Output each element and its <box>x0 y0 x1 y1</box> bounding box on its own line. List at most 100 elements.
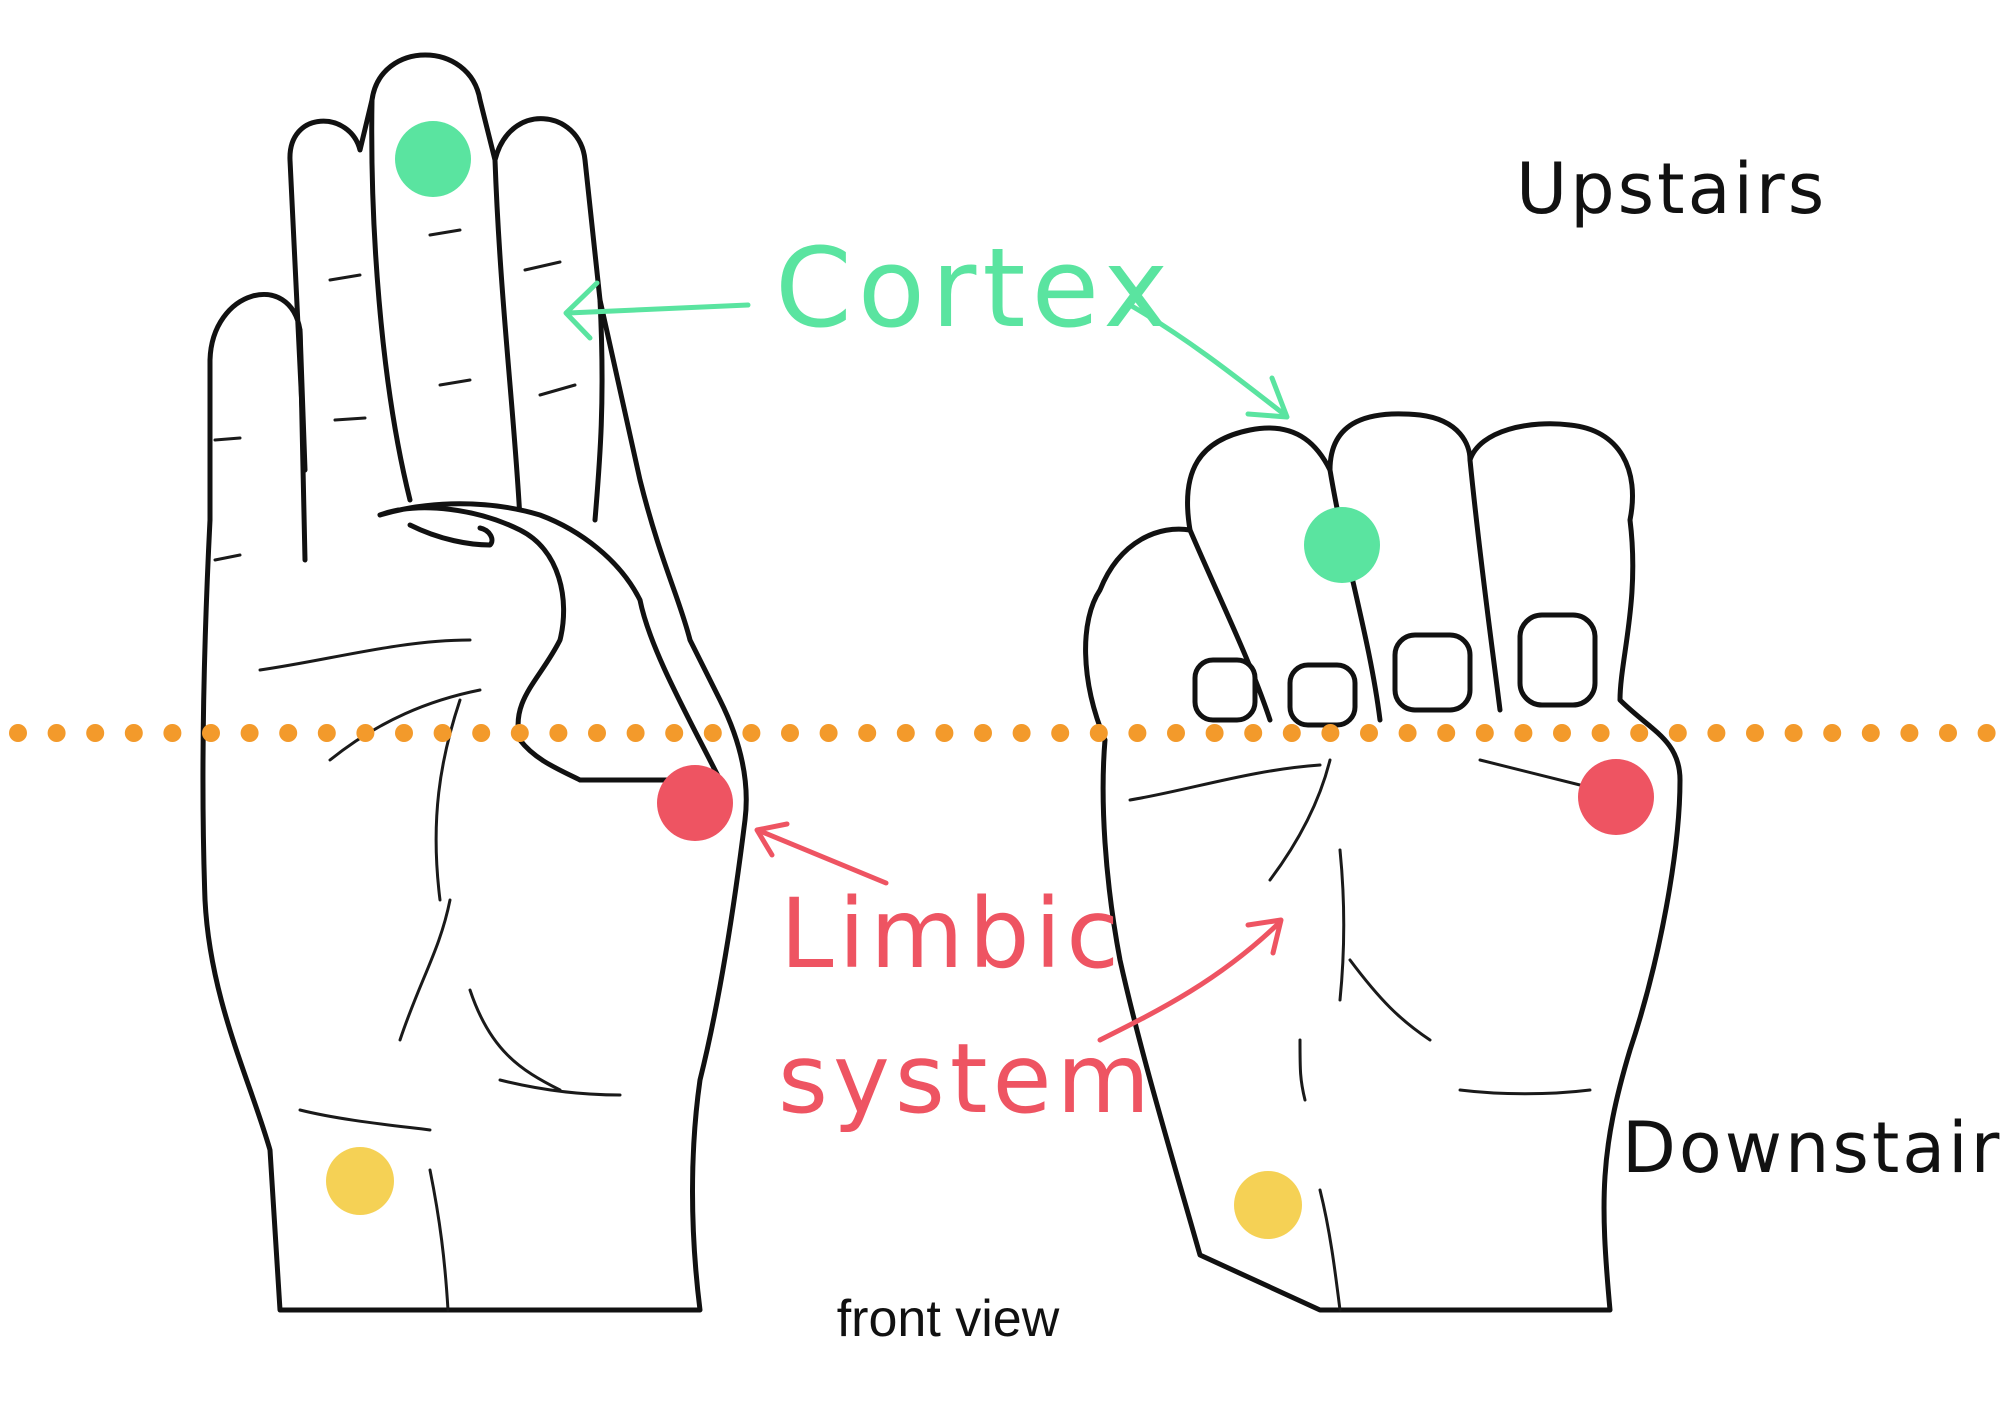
fist-crease <box>1458 1088 1592 1096</box>
joint-crease <box>538 383 577 397</box>
divider-dot <box>1437 724 1456 742</box>
caption-front-view: front view <box>837 1290 1060 1348</box>
limbic-label-line2: system <box>778 1023 1155 1135</box>
joint-crease <box>213 436 242 442</box>
divider-dot <box>1321 724 1340 742</box>
joint-crease <box>523 260 562 272</box>
joint-crease <box>333 416 367 422</box>
divider-dot <box>1784 724 1803 742</box>
cortex-dot-fist <box>1304 507 1380 583</box>
divider-dot <box>433 724 452 742</box>
fist-nail-1 <box>1192 657 1258 723</box>
joint-crease <box>328 273 362 282</box>
fist-nail-2 <box>1287 662 1358 728</box>
divider-dot <box>279 724 298 742</box>
divider-dot <box>1977 724 1996 742</box>
fist-finger-sep-2 <box>1327 467 1383 723</box>
palm-crease <box>398 898 452 1042</box>
divider-dot <box>819 724 838 742</box>
fist-outline <box>1083 411 1683 1313</box>
divider-dot <box>1939 724 1957 742</box>
divider-dot <box>395 724 413 742</box>
divider-dot <box>240 724 259 742</box>
wrist-tendon <box>428 1168 450 1312</box>
palm-crease <box>468 988 562 1092</box>
fist-finger-sep-3 <box>1467 457 1503 713</box>
divider-dot <box>1244 724 1263 742</box>
fist-crease <box>1338 848 1346 1002</box>
limbic-arrow-right <box>1097 917 1284 1043</box>
limbic-dot-fist <box>1578 759 1654 835</box>
divider-dot <box>1630 724 1649 742</box>
finger-sep-3 <box>492 157 523 523</box>
cortex-arrow-right <box>1127 302 1290 420</box>
finger-sep-4 <box>592 297 605 523</box>
upstairs-downstairs-divider <box>9 724 1996 742</box>
palm-crease <box>328 688 482 762</box>
limbic-arrow-left <box>754 821 889 886</box>
limbic-dot-open <box>657 765 733 841</box>
divider-dot <box>1823 724 1842 742</box>
divider-dot <box>47 724 66 742</box>
divider-dot <box>510 724 529 742</box>
divider-dot <box>1746 724 1764 742</box>
divider-dot <box>1514 724 1533 742</box>
fist-nail-4 <box>1517 612 1598 708</box>
brainstem-dot-open <box>326 1147 394 1215</box>
divider-dot <box>1668 724 1687 742</box>
divider-dot <box>1398 724 1417 742</box>
divider-dot <box>1282 724 1301 742</box>
downstairs-label: Downstairs <box>1622 1107 2000 1189</box>
open-hand-outline <box>200 52 749 1313</box>
divider-dot <box>896 724 915 742</box>
fist-nail-3 <box>1392 632 1473 713</box>
divider-dot <box>1360 724 1378 742</box>
divider-dot <box>1012 724 1031 742</box>
open-hand <box>200 52 749 1313</box>
upstairs-label: Upstairs <box>1516 148 1827 230</box>
divider-dot <box>974 724 992 742</box>
joint-crease <box>213 553 242 562</box>
divider-dot <box>9 724 27 742</box>
divider-dot <box>1553 724 1571 742</box>
divider-dot <box>317 724 336 742</box>
divider-dot <box>1167 724 1185 742</box>
divider-dot <box>124 724 143 742</box>
divider-dot <box>1089 724 1108 742</box>
divider-dot <box>86 724 105 742</box>
divider-dot <box>742 724 761 742</box>
fist-tendon <box>1318 1188 1342 1312</box>
palm-crease <box>434 698 462 902</box>
divider-dot <box>703 724 722 742</box>
palm-crease <box>258 638 472 672</box>
wrist-crease <box>298 1108 432 1132</box>
divider-dot <box>356 724 375 742</box>
divider-dot <box>472 724 491 742</box>
finger-sep-1 <box>297 327 308 563</box>
joint-crease <box>428 228 462 237</box>
divider-dot <box>549 724 568 742</box>
divider-dot <box>1861 724 1880 742</box>
divider-dot <box>626 724 645 742</box>
cortex-dot-open <box>395 121 471 197</box>
divider-dot <box>1205 724 1224 742</box>
divider-dot <box>1707 724 1726 742</box>
palm-crease <box>498 1078 622 1097</box>
finger-sep-2 <box>369 97 413 503</box>
divider-dot <box>163 724 182 742</box>
fist-hand <box>1083 411 1683 1313</box>
divider-dot <box>1475 724 1494 742</box>
folded-thumb <box>377 501 723 783</box>
divider-dot <box>1900 724 1919 742</box>
fist-crease <box>1268 758 1332 882</box>
divider-dot <box>1128 724 1147 742</box>
cortex-label: Cortex <box>775 224 1174 352</box>
limbic-label-line1: Limbic <box>780 878 1124 990</box>
fist-crease <box>1348 958 1432 1042</box>
divider-dot <box>858 724 877 742</box>
divider-dot <box>202 724 220 742</box>
fist-crease <box>1128 763 1322 802</box>
thumbnail <box>407 522 495 548</box>
divider-dot <box>1051 724 1070 742</box>
